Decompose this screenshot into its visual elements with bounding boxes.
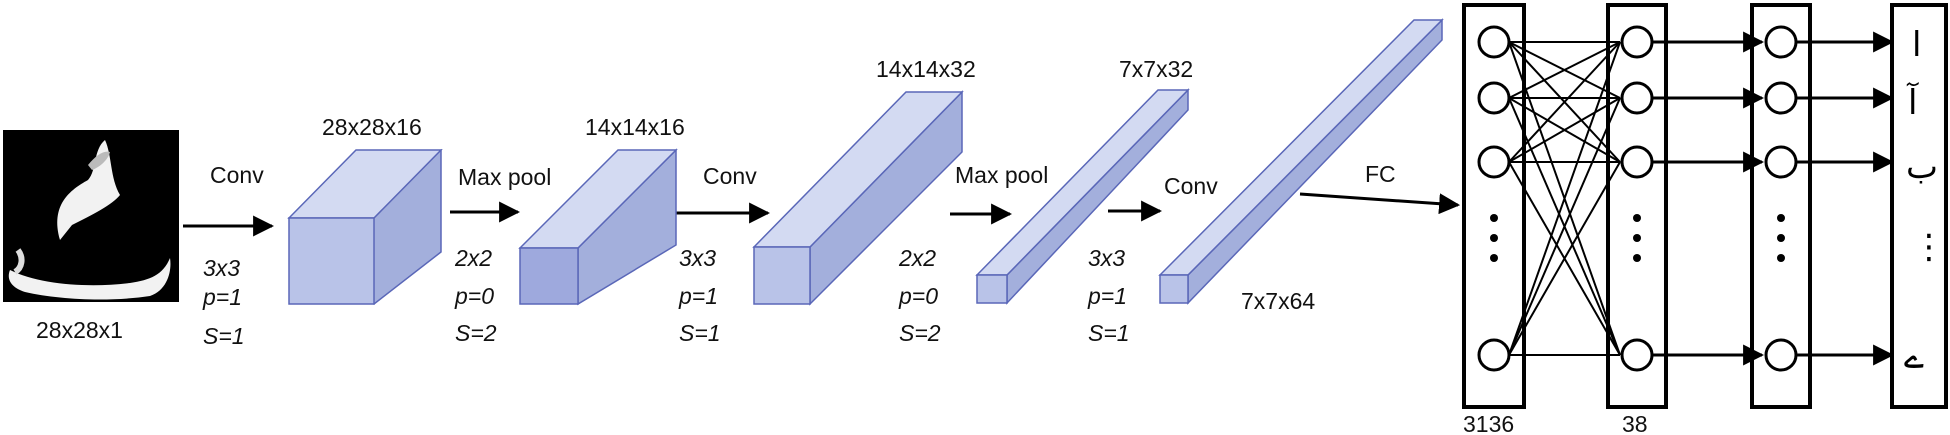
op-param: p=1	[1087, 283, 1127, 309]
output-glyph: ب	[1906, 147, 1938, 187]
op-param: S=1	[203, 323, 245, 349]
volume-label: 7x7x32	[1119, 56, 1193, 82]
fc-layer-size-label: 3136	[1463, 411, 1514, 435]
op-param: S=1	[679, 320, 721, 346]
fc-neurons	[1477, 25, 1798, 372]
feature-volume-2	[518, 148, 678, 306]
volume-label: 28x28x16	[322, 114, 422, 140]
op-param: p=0	[454, 283, 494, 309]
op-param: S=2	[899, 320, 941, 346]
feature-volume-5	[1158, 18, 1444, 305]
op-param: p=0	[898, 283, 938, 309]
op-name-conv-1: Conv	[210, 162, 264, 188]
op-name-fc: FC	[1365, 161, 1396, 187]
op-param: 3x3	[679, 245, 716, 271]
volume-label: 14x14x32	[876, 56, 976, 82]
output-glyph: ⋮	[1912, 227, 1946, 267]
input-image	[3, 130, 179, 302]
op-name-maxpool-2: Max pool	[955, 162, 1048, 188]
fc-connections	[1508, 41, 1621, 356]
fc-output-layer	[1890, 3, 1948, 409]
op-param: 3x3	[203, 255, 240, 281]
feature-volume-4	[975, 88, 1190, 305]
op-param: p=1	[202, 284, 242, 310]
fc-arrow	[1299, 192, 1461, 215]
op-name-maxpool-1: Max pool	[458, 164, 551, 190]
op-param: S=1	[1088, 320, 1130, 346]
volume-label: 7x7x64	[1241, 288, 1315, 314]
output-glyph: ا	[1912, 25, 1921, 65]
ellipsis-dots	[1490, 214, 1785, 262]
op-param: 2x2	[454, 245, 492, 271]
fc-layer-size-label: 38	[1622, 411, 1648, 435]
op-param: 3x3	[1088, 245, 1125, 271]
op-param: p=1	[678, 283, 718, 309]
fc-straight-connections	[1652, 31, 1895, 366]
feature-volume-1	[287, 148, 443, 306]
op-name-conv-2: Conv	[703, 163, 757, 189]
op-param: 2x2	[898, 245, 936, 271]
output-glyph: ے	[1904, 337, 1924, 377]
input-label: 28x28x1	[36, 317, 123, 343]
op-param: S=2	[455, 320, 497, 346]
output-glyph: آ	[1906, 82, 1919, 123]
volume-label: 14x14x16	[585, 114, 685, 140]
feature-volume-3	[752, 90, 964, 306]
op-name-conv-3: Conv	[1164, 173, 1218, 199]
